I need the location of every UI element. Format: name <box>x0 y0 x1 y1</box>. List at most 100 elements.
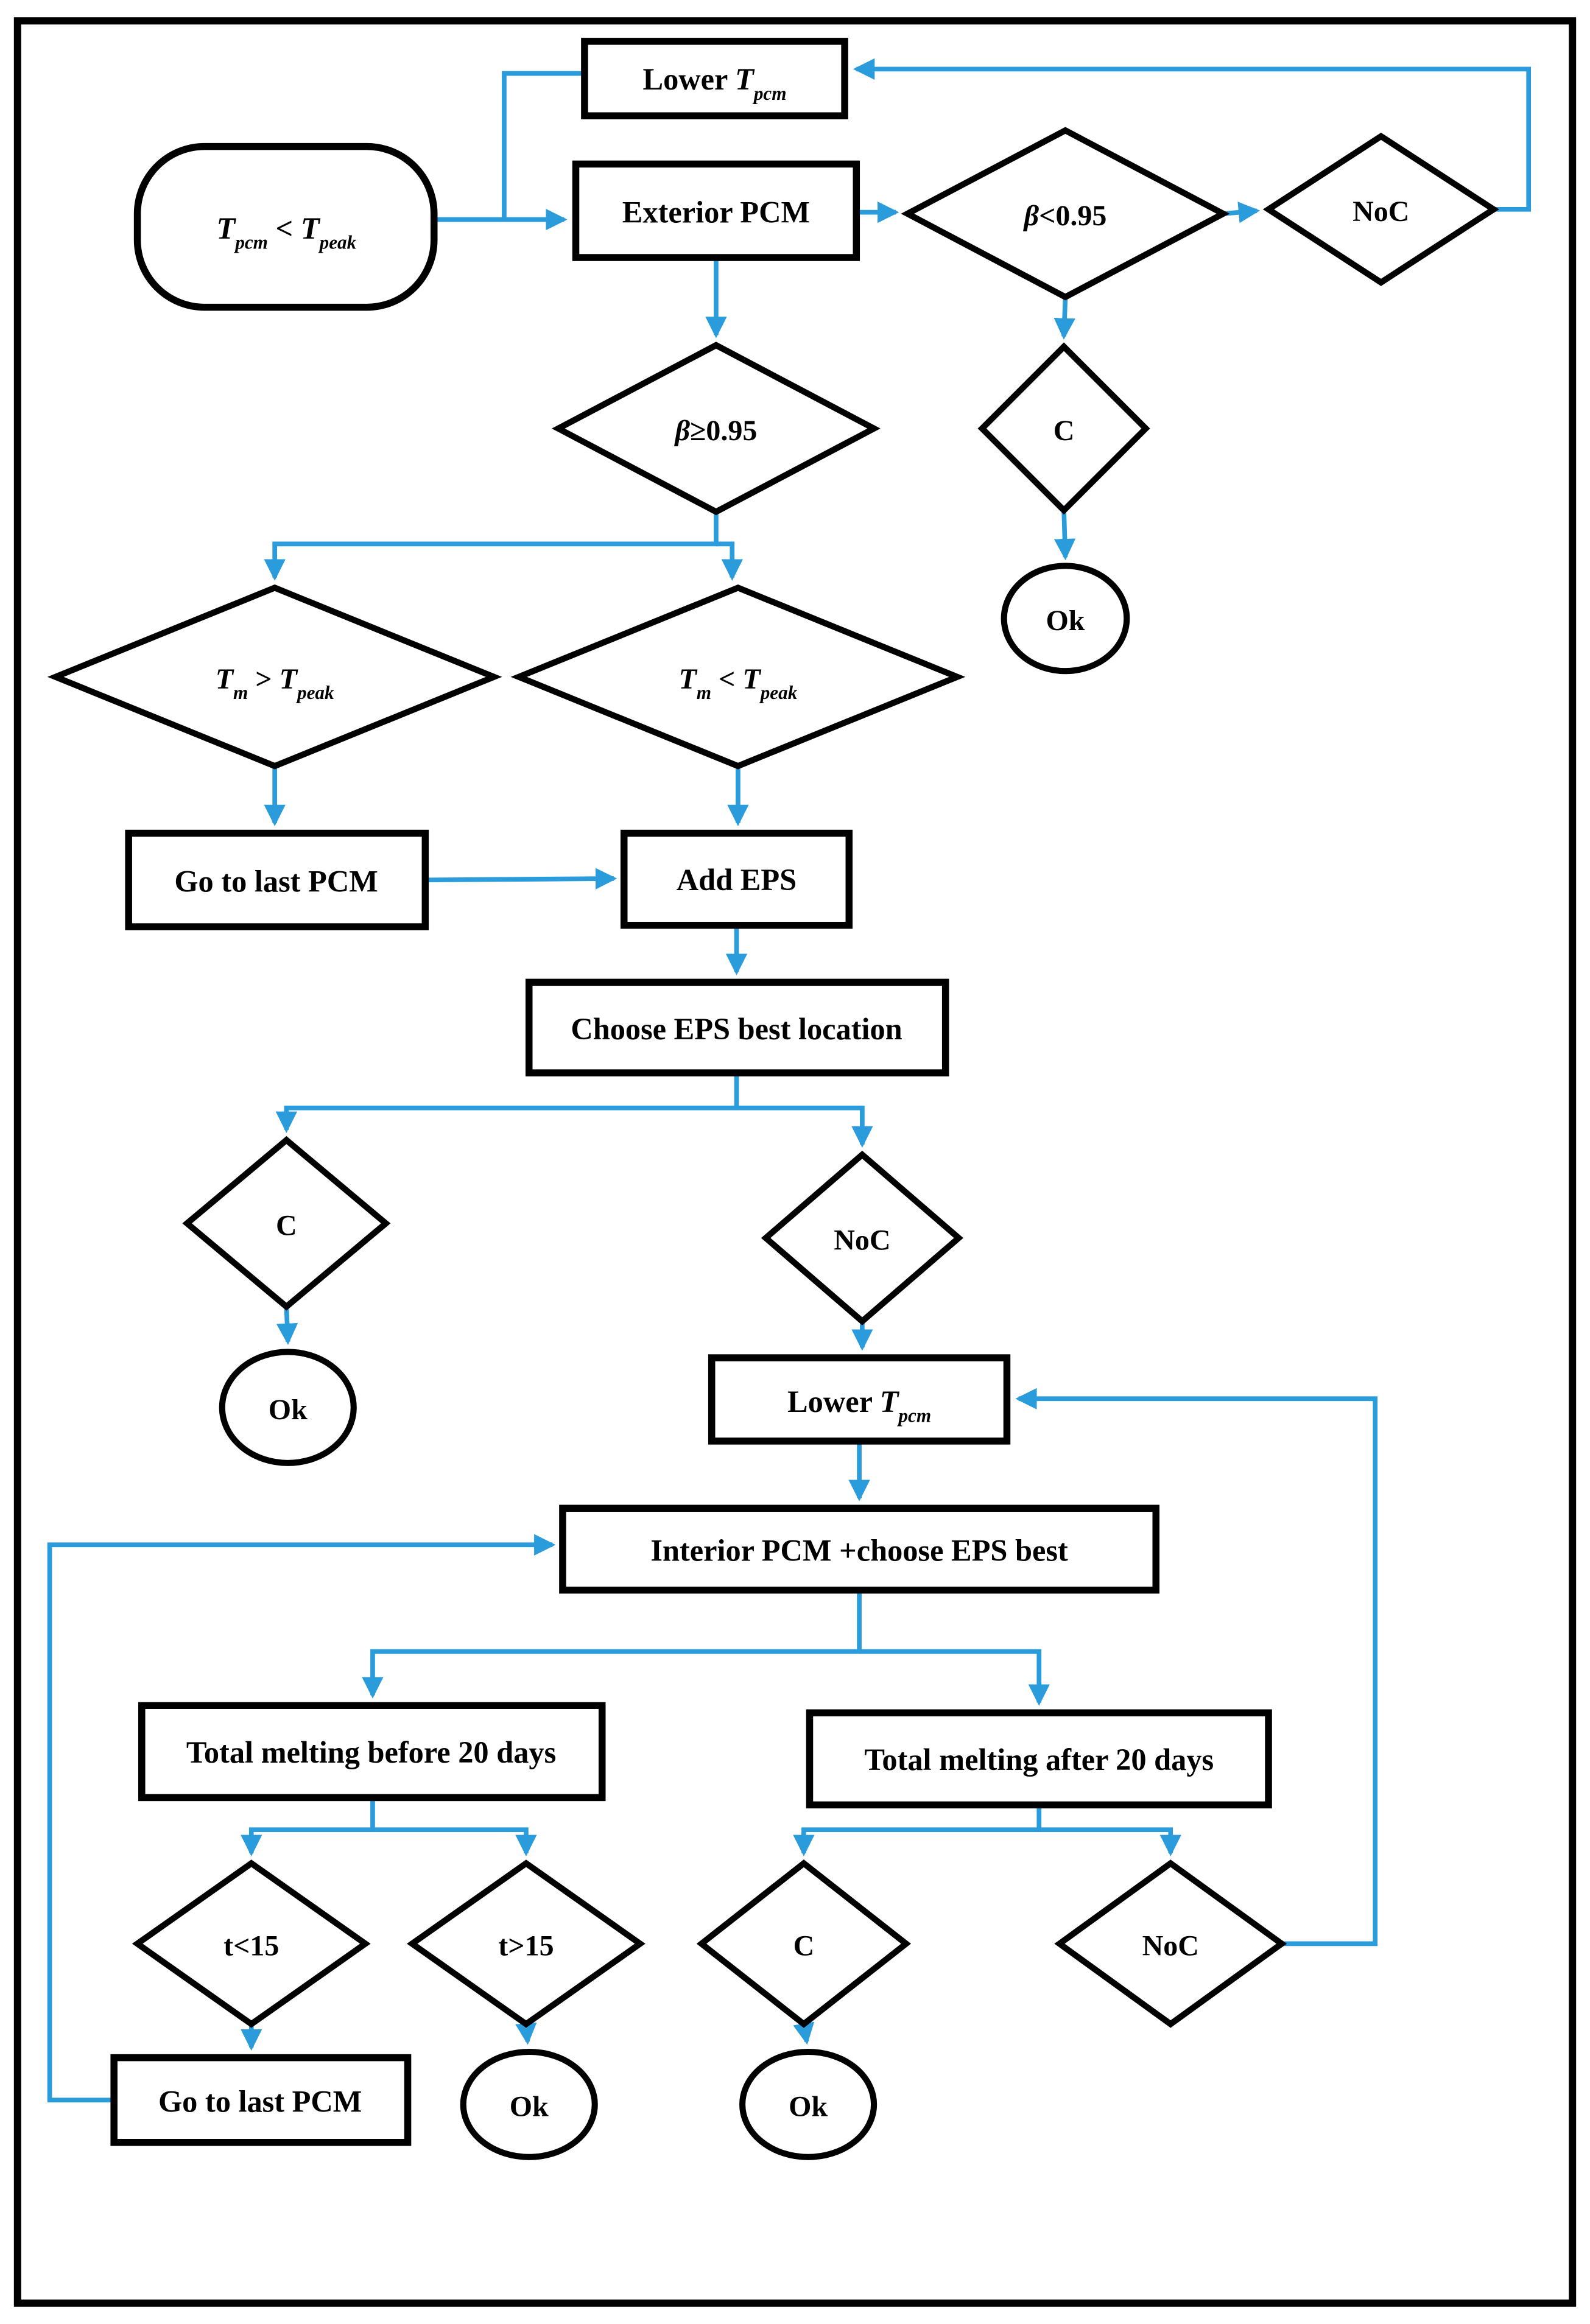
edge-after20-to-cbot <box>793 1805 1042 1856</box>
node-total-melting-after-20-days: Total melting after 20 days <box>806 1709 1272 1809</box>
node-label: NoC <box>834 1224 890 1256</box>
process-box <box>708 1354 1011 1445</box>
decision-tm-gt-tpeak: Tm > Tpeak <box>47 584 502 770</box>
node-go-to-last-pcm-1: Go to last PCM <box>125 829 429 930</box>
decision-diamond <box>1262 132 1499 286</box>
decision-beta-lt-095: β<0.95 <box>901 127 1230 301</box>
node-label: t>15 <box>498 1930 554 1962</box>
edge-golast2-feedback-to-interior <box>47 1534 556 2103</box>
node-exterior-pcm: Exterior PCM <box>572 160 860 261</box>
process-box <box>559 1504 1160 1594</box>
edge-after20-to-nocbot <box>1039 1827 1181 1856</box>
node-label: t<15 <box>223 1930 279 1962</box>
figure-border <box>13 17 1577 2307</box>
decision-diamond <box>407 1859 645 2028</box>
decision-noc-bottom: NoC <box>1054 1859 1287 2028</box>
decision-diamond <box>132 1859 371 2028</box>
edge-before20-to-tlt15 <box>241 1797 375 1856</box>
edges <box>47 58 1532 2103</box>
decision-noc-mid: NoC <box>761 1150 963 1325</box>
node-lower-tpcm-top: Lower Tpcm <box>581 38 848 119</box>
edge-interior-to-after20 <box>859 1649 1050 1706</box>
node-label: C <box>1054 415 1075 447</box>
decision-diamond <box>696 1859 912 2028</box>
node-label: Go to last PCM <box>174 865 378 899</box>
process-box <box>110 2054 412 2146</box>
node-label: Tpcm < Tpeak <box>216 211 356 253</box>
edge-betage-to-tmlt <box>716 541 743 581</box>
node-label: Add EPS <box>677 863 797 897</box>
node-label: β<0.95 <box>1023 200 1107 232</box>
edge-cmid-to-okmid <box>276 1306 298 1345</box>
decision-t-lt-15: t<15 <box>132 1859 371 2028</box>
decision-tm-lt-tpeak: Tm < Tpeak <box>510 584 966 770</box>
terminator-ellipse <box>219 1349 357 1466</box>
terminator-ellipse <box>739 2048 878 2160</box>
node-ok-top: Ok <box>1001 563 1130 675</box>
decision-c-bottom: C <box>696 1859 912 2028</box>
edge-interior-to-before20 <box>362 1590 862 1699</box>
node-label: NoC <box>1353 195 1409 228</box>
process-box <box>138 1702 606 1802</box>
decision-t-gt-15: t>15 <box>407 1859 645 2028</box>
node-label: Total melting after 20 days <box>864 1743 1214 1777</box>
node-label: Lower Tpcm <box>642 62 786 104</box>
edge-before20-to-tgt15 <box>372 1827 537 1856</box>
node-go-to-last-pcm-2: Go to last PCM <box>110 2054 412 2146</box>
decision-diamond <box>510 584 966 770</box>
decision-c-mid: C <box>182 1136 391 1311</box>
node-label: Ok <box>269 1394 308 1426</box>
node-total-melting-before-20-days: Total melting before 20 days <box>138 1702 606 1802</box>
node-label: Lower Tpcm <box>787 1385 931 1427</box>
node-label: Interior PCM +choose EPS best <box>650 1534 1068 1568</box>
process-box <box>572 160 860 261</box>
decision-beta-ge-095: β≥0.95 <box>551 342 881 516</box>
edge-noctop-feedback-to-lowertop <box>853 58 1532 212</box>
node-ok-mid: Ok <box>219 1349 357 1466</box>
node-lower-tpcm-mid: Lower Tpcm <box>708 1354 1011 1445</box>
edge-lowertop-join-exterior-input <box>502 71 585 220</box>
process-box <box>125 829 429 930</box>
node-ok-under-tgt15: Ok <box>460 2048 598 2160</box>
decision-noc-top: NoC <box>1262 132 1499 286</box>
edge-ctop-to-oktop <box>1054 510 1076 561</box>
terminator-ellipse <box>1001 563 1130 675</box>
node-label: NoC <box>1142 1930 1199 1962</box>
decision-diamond <box>182 1136 391 1311</box>
decision-diamond <box>551 342 881 516</box>
decision-diamond <box>1054 1859 1287 2028</box>
node-label: Ok <box>789 2091 828 2123</box>
edge-golast1-to-addeps <box>425 868 617 890</box>
edge-betage-to-tmgt <box>264 511 719 581</box>
edge-nocbot-feedback-to-lowermid <box>1015 1388 1378 1947</box>
decision-c-top: C <box>977 342 1150 515</box>
node-label: Tm > Tpeak <box>216 663 334 703</box>
decision-diamond <box>977 342 1150 515</box>
edge-choose-to-cmid <box>275 1073 739 1134</box>
node-label: Tm < Tpeak <box>678 663 797 703</box>
node-label: Exterior PCM <box>622 195 810 229</box>
edge-choose-to-nocmid <box>736 1105 873 1148</box>
nodes: Lower Tpcm Tpcm < Tpeak Exterior PCM β<0… <box>47 38 1499 2160</box>
decision-diamond <box>901 127 1230 301</box>
process-box <box>806 1709 1272 1809</box>
terminator-ellipse <box>460 2048 598 2160</box>
node-label: Go to last PCM <box>158 2084 362 2118</box>
node-start-terminator: Tpcm < Tpeak <box>133 142 438 311</box>
process-box <box>581 38 848 119</box>
edge-betalt-to-ctop <box>1054 297 1075 340</box>
node-interior-pcm-choose-eps: Interior PCM +choose EPS best <box>559 1504 1160 1594</box>
decision-diamond <box>761 1150 963 1325</box>
node-label: Ok <box>510 2091 549 2123</box>
decision-diamond <box>47 584 502 770</box>
node-label: Choose EPS best location <box>571 1012 902 1046</box>
node-add-eps: Add EPS <box>620 829 853 929</box>
process-box <box>525 978 949 1076</box>
terminator-shape <box>133 142 438 311</box>
node-label: Ok <box>1046 605 1085 637</box>
node-choose-eps-best-location: Choose EPS best location <box>525 978 949 1076</box>
node-label: C <box>276 1209 297 1241</box>
process-box <box>620 829 853 929</box>
node-label: C <box>793 1930 815 1962</box>
